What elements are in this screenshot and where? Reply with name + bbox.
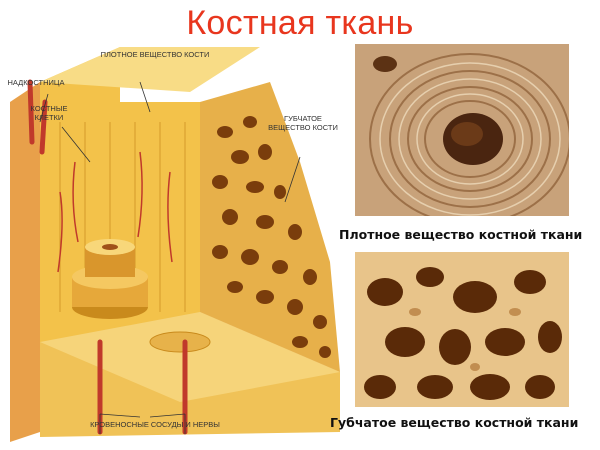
page-title: Костная ткань bbox=[186, 4, 414, 42]
compact-top-face bbox=[40, 47, 260, 92]
osteon-cylinder bbox=[72, 239, 148, 319]
bone-diagram-svg bbox=[10, 47, 340, 442]
caption-compact: Плотное вещество костной ткани bbox=[339, 227, 583, 242]
label-periosteum: НАДКОСТНИЦА bbox=[7, 78, 65, 87]
compact-bone-photo bbox=[355, 44, 569, 216]
label-spongy-substance: ГУБЧАТОЕ ВЕЩЕСТВО КОСТИ bbox=[268, 114, 338, 132]
bone-structure-illustration: НАДКОСТНИЦА КОСТНЫЕ КЛЕТКИ ПЛОТНОЕ ВЕЩЕС… bbox=[0, 42, 352, 442]
periosteum-layer bbox=[10, 82, 40, 442]
spongy-bone-photo bbox=[355, 252, 569, 407]
caption-spongy: Губчатое вещество костной ткани bbox=[330, 415, 579, 430]
label-vessels: КРОВЕНОСНЫЕ СОСУДЫ И НЕРВЫ bbox=[90, 420, 220, 429]
label-compact-substance: ПЛОТНОЕ ВЕЩЕСТВО КОСТИ bbox=[100, 50, 210, 59]
label-bone-cells: КОСТНЫЕ КЛЕТКИ bbox=[30, 104, 68, 122]
